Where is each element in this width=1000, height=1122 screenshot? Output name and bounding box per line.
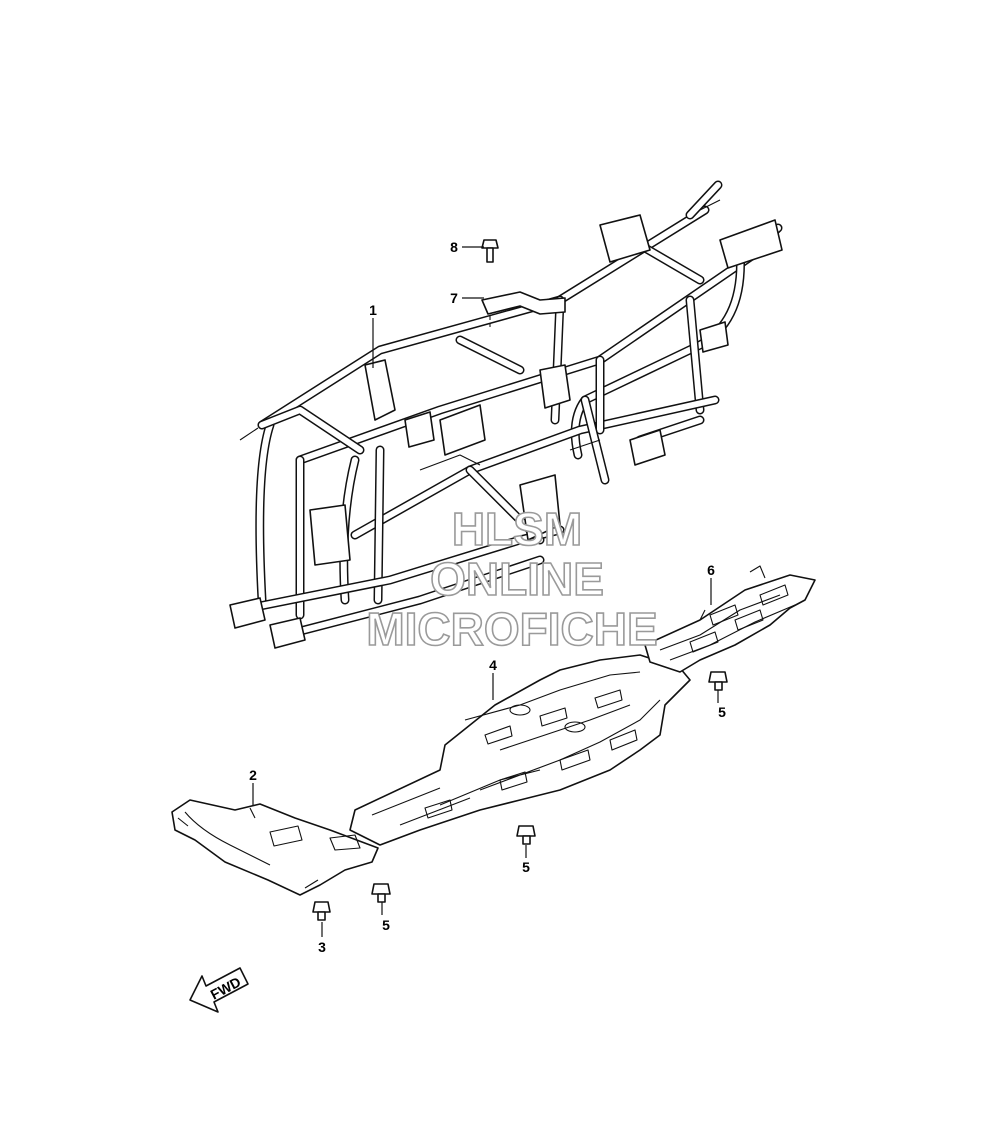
fwd-arrow: FWD xyxy=(189,967,249,1013)
bolt-part-3 xyxy=(312,901,331,921)
bolt-part-8 xyxy=(481,239,499,263)
bolt-part-5-rear xyxy=(708,671,728,691)
rear-skid-plate xyxy=(644,565,816,673)
callout-3: 3 xyxy=(318,939,326,955)
callout-6: 6 xyxy=(707,562,715,578)
center-skid-plate xyxy=(349,654,691,846)
callout-7: 7 xyxy=(450,290,458,306)
watermark-line-3: MICROFICHE xyxy=(366,603,657,655)
callout-8: 8 xyxy=(450,239,458,255)
callout-5-center: 5 xyxy=(522,859,530,875)
callout-5-rear: 5 xyxy=(718,704,726,720)
callout-2: 2 xyxy=(249,767,257,783)
bolt-part-5-center xyxy=(516,825,536,845)
callout-4: 4 xyxy=(489,657,497,673)
watermark-line-1: HLSM xyxy=(452,503,582,555)
leader-lines xyxy=(252,246,719,937)
watermark-line-2: ONLINE xyxy=(430,553,604,605)
watermark: HLSM ONLINE MICROFICHE xyxy=(366,502,659,656)
front-skid-plate xyxy=(171,799,379,896)
bolt-part-5-front xyxy=(371,883,391,903)
callout-1: 1 xyxy=(369,302,377,318)
callout-5-front: 5 xyxy=(382,917,390,933)
frame-assembly xyxy=(229,180,783,649)
bracket-part-7 xyxy=(481,291,566,330)
